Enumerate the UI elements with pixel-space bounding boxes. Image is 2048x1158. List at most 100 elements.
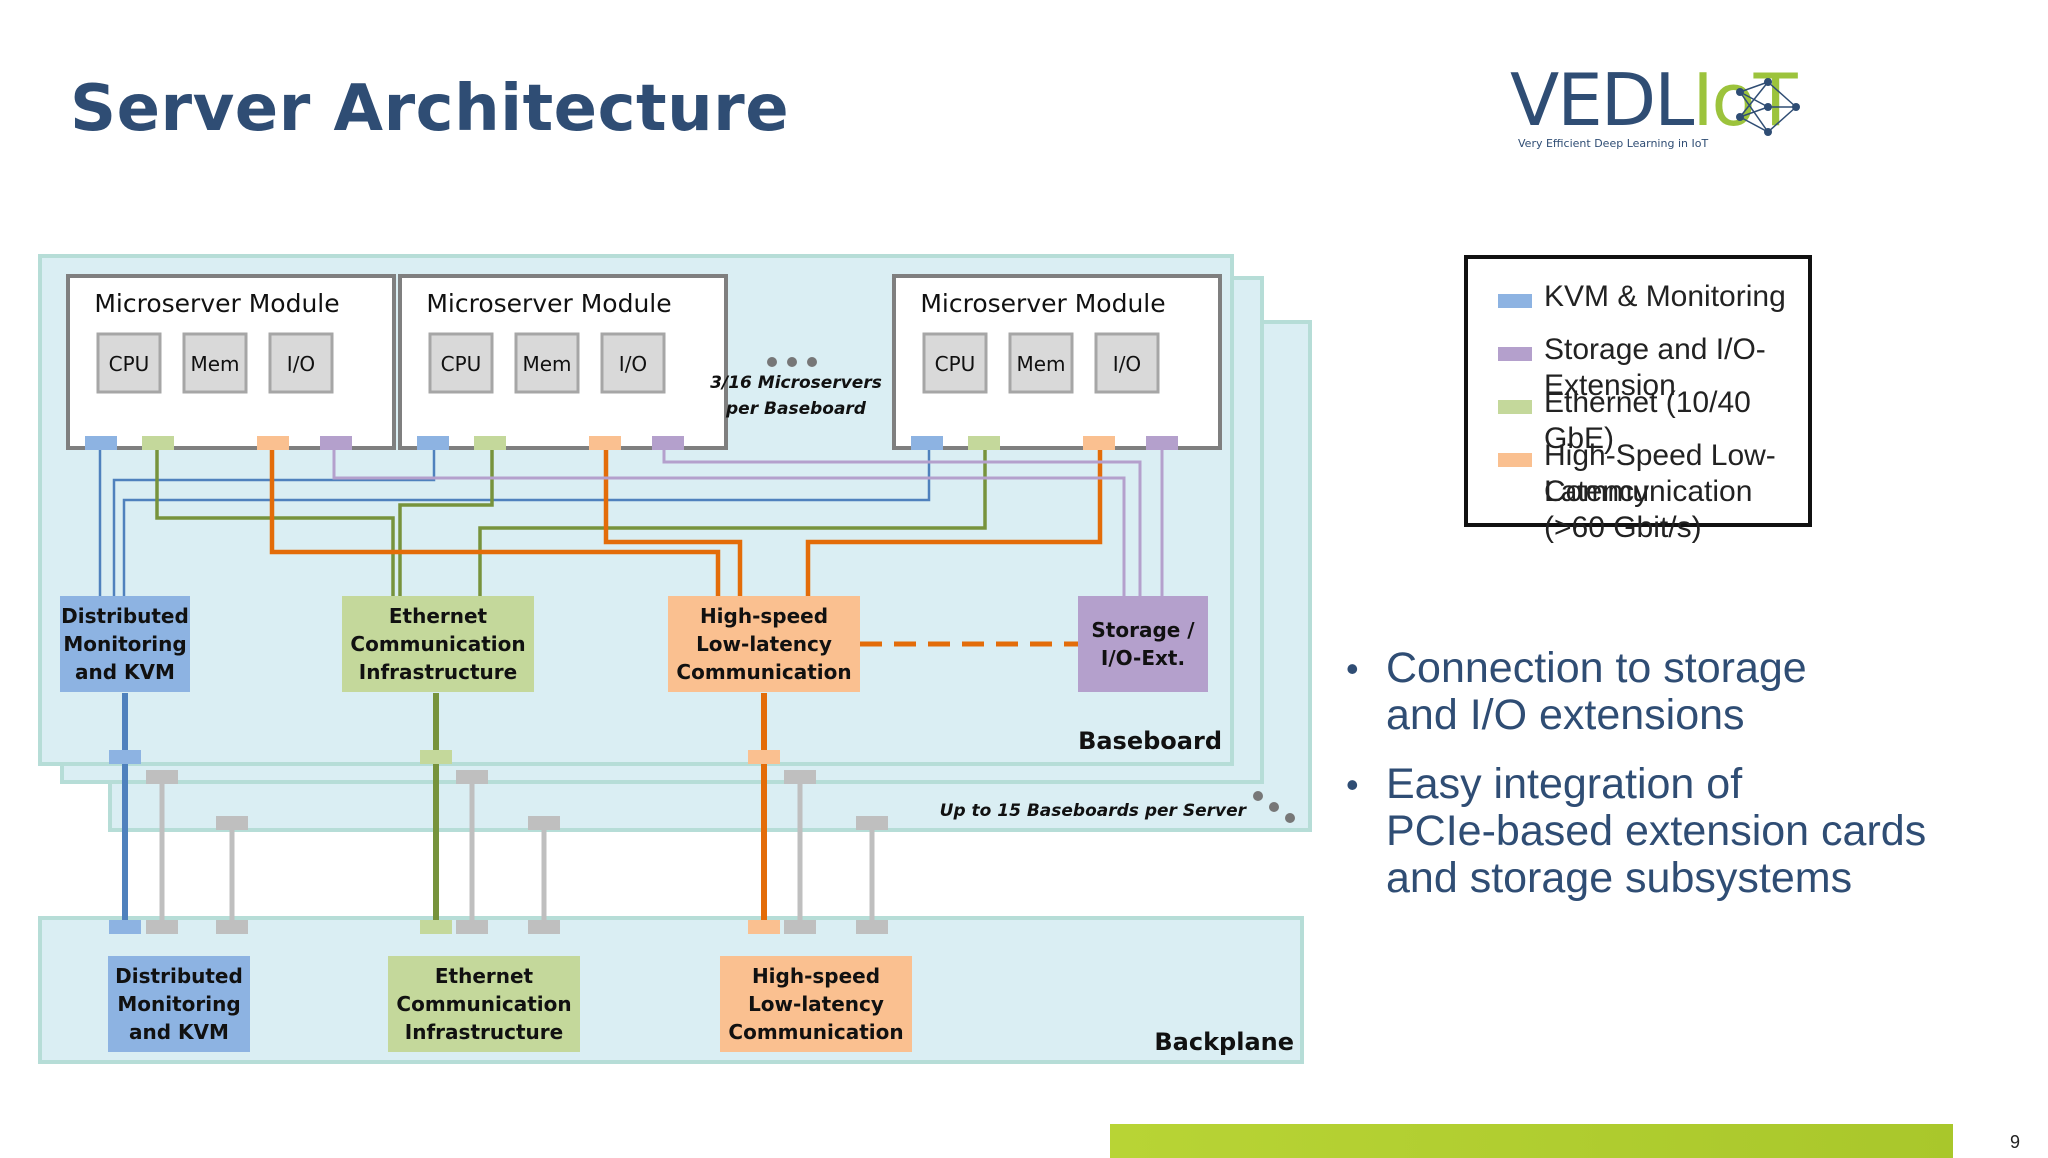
legend-high-speed-line2: Communication (>60 Gbit/s) (1544, 475, 1753, 544)
block-label: Distributed (115, 964, 243, 988)
bullet-dot: • (1346, 764, 1359, 805)
chip-label: Mem (1016, 352, 1065, 376)
module-connector (257, 436, 289, 450)
chip-cpu (922, 332, 988, 394)
chip-label: CPU (935, 352, 976, 376)
chip-label: I/O (619, 352, 647, 376)
block-label: Communication (676, 660, 851, 684)
block-label: I/O-Ext. (1101, 646, 1185, 670)
module-connector (417, 436, 449, 450)
block-label: Monitoring (117, 992, 240, 1016)
block-label: Ethernet (435, 964, 534, 988)
module-connector (142, 436, 174, 450)
logo-subtitle: Very Efficient Deep Learning in IoT (1518, 137, 1709, 150)
chip-label: I/O (287, 352, 315, 376)
module-connector (1146, 436, 1178, 450)
backplane-links (109, 693, 888, 934)
bullet-dot: • (1346, 648, 1359, 689)
chip-cpu (96, 332, 162, 394)
legend-kvm: KVM & Monitoring (1544, 280, 1786, 313)
block-label: Low-latency (748, 992, 884, 1016)
module-connector (474, 436, 506, 450)
block-label: and KVM (75, 660, 175, 684)
legend-high-speed: High-Speed Low-Latency (1544, 439, 1776, 508)
block-label: Communication (728, 1020, 903, 1044)
chip-label: Mem (190, 352, 239, 376)
block-box (720, 956, 912, 1052)
module-connector (85, 436, 117, 450)
block-label: Infrastructure (359, 660, 517, 684)
legend-swatch-high-speed (1498, 453, 1532, 467)
storage-wiring (332, 446, 1164, 596)
chip-label: CPU (441, 352, 482, 376)
vedliot-logo: VEDLIoT Very Efficient Deep Learning in … (1510, 60, 1810, 160)
chip-label: I/O (1113, 352, 1141, 376)
block-label: Communication (396, 992, 571, 1016)
block-box (60, 596, 190, 692)
legend-storage: Storage and I/O-Extension (1544, 333, 1766, 402)
block-box (108, 956, 250, 1052)
block-stor: Storage / I/O-Ext. (1078, 596, 1208, 692)
block-label: Low-latency (696, 632, 832, 656)
chip-mem (182, 332, 248, 394)
chip-cpu (428, 332, 494, 394)
chip-mem (514, 332, 580, 394)
baseboards-note: Up to 15 Baseboards per Server (940, 801, 1248, 821)
block-box (388, 956, 580, 1052)
module-connector (911, 436, 943, 450)
module-connector (320, 436, 352, 450)
diagram-legend: KVM & Monitoring Storage and I/O-Extensi… (1464, 255, 1812, 544)
module-title: Microserver Module (426, 289, 671, 318)
high-speed-wiring (269, 446, 1103, 596)
module-title: Microserver Module (920, 289, 1165, 318)
block-label: High-speed (700, 604, 828, 628)
block-label: High-speed (752, 964, 880, 988)
chip-io (600, 332, 666, 394)
block-label: Ethernet (389, 604, 488, 628)
footer-accent-bar (1110, 1124, 1953, 1158)
block-label: Storage / (1091, 618, 1195, 642)
block-box (1078, 596, 1208, 692)
neural-network-icon (1736, 78, 1800, 136)
block-label: Communication (350, 632, 525, 656)
chip-label: CPU (109, 352, 150, 376)
chip-io (268, 332, 334, 394)
logo-wordmark: VEDLIoT (1510, 58, 1798, 142)
block-label: Distributed (61, 604, 189, 628)
chip-mem (1008, 332, 1074, 394)
module-title: Microserver Module (94, 289, 339, 318)
legend-swatch-storage (1498, 347, 1532, 361)
module-connector (652, 436, 684, 450)
baseboard-label: Baseboard (1078, 727, 1222, 755)
module-connector (968, 436, 1000, 450)
module-connector (1083, 436, 1115, 450)
block-box (342, 596, 534, 692)
chip-label: Mem (522, 352, 571, 376)
backplane-label: Backplane (1154, 1028, 1294, 1056)
backplane (38, 916, 1304, 1064)
block-label: and KVM (129, 1020, 229, 1044)
legend-ethernet: Ethernet (10/40 GbE) (1544, 386, 1751, 455)
module-connector (589, 436, 621, 450)
chip-io (1094, 332, 1160, 394)
legend-swatch-ethernet (1498, 400, 1532, 414)
legend-swatch-kvm (1498, 294, 1532, 308)
page-title: Server Architecture (70, 72, 790, 146)
block-label: Infrastructure (405, 1020, 563, 1044)
microservers-note-line2: per Baseboard (725, 399, 867, 419)
microservers-note-line1: 3/16 Microservers (710, 373, 882, 393)
